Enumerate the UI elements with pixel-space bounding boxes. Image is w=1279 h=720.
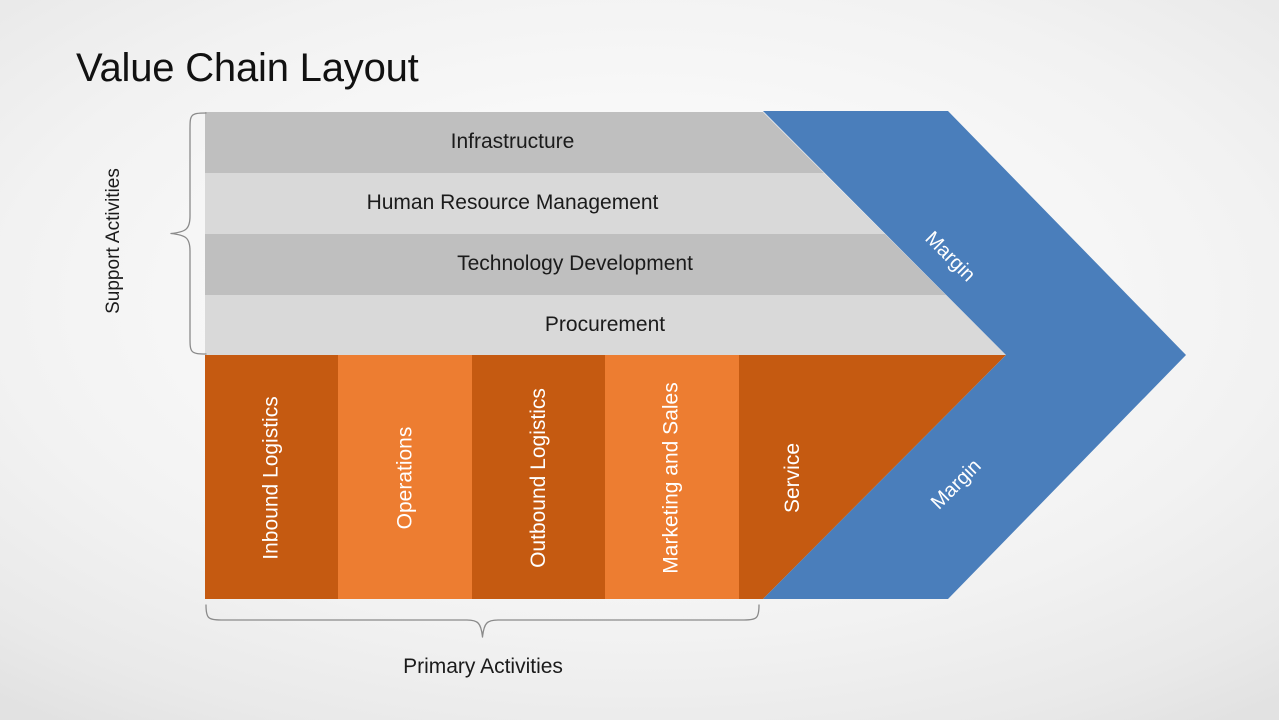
primary-col-label: Outbound Logistics [526,387,550,568]
primary-col-operations[interactable]: Operations [338,355,472,600]
primary-activities-band: Inbound Logistics Operations Outbound Lo… [205,355,950,600]
support-row-label: Technology Development [457,252,693,275]
support-row-procurement[interactable]: Procurement [205,295,1005,355]
primary-col-label: Inbound Logistics [259,395,283,560]
primary-col-band-3 [605,355,739,599]
primary-col-label: Operations [392,426,416,529]
page-title: Value Chain Layout [76,46,419,90]
primary-col-service[interactable]: Service [739,355,847,600]
primary-col-band-0 [205,355,338,599]
support-row-label: Procurement [544,313,666,336]
primary-col-marketing-and-sales[interactable]: Marketing and Sales [605,355,739,600]
primary-col-band-1 [338,355,472,599]
primary-col-outbound-logistics[interactable]: Outbound Logistics [472,355,605,600]
primary-activities-brace [205,604,760,638]
primary-col-inbound-logistics[interactable]: Inbound Logistics [205,355,338,600]
support-activities-brace [170,112,207,355]
support-row-infrastructure[interactable]: Infrastructure [205,112,820,172]
support-row-human-resource-management[interactable]: Human Resource Management [205,173,820,233]
primary-col-band-2 [472,355,605,599]
support-row-label: Infrastructure [450,130,575,153]
primary-col-label: Marketing and Sales [660,381,684,574]
primary-col-label: Service [781,442,804,513]
support-row-technology-development[interactable]: Technology Development [205,234,945,294]
support-activities-label: Support Activities [103,168,124,314]
primary-activities-label: Primary Activities [403,655,563,678]
support-row-label: Human Resource Management [366,191,659,214]
